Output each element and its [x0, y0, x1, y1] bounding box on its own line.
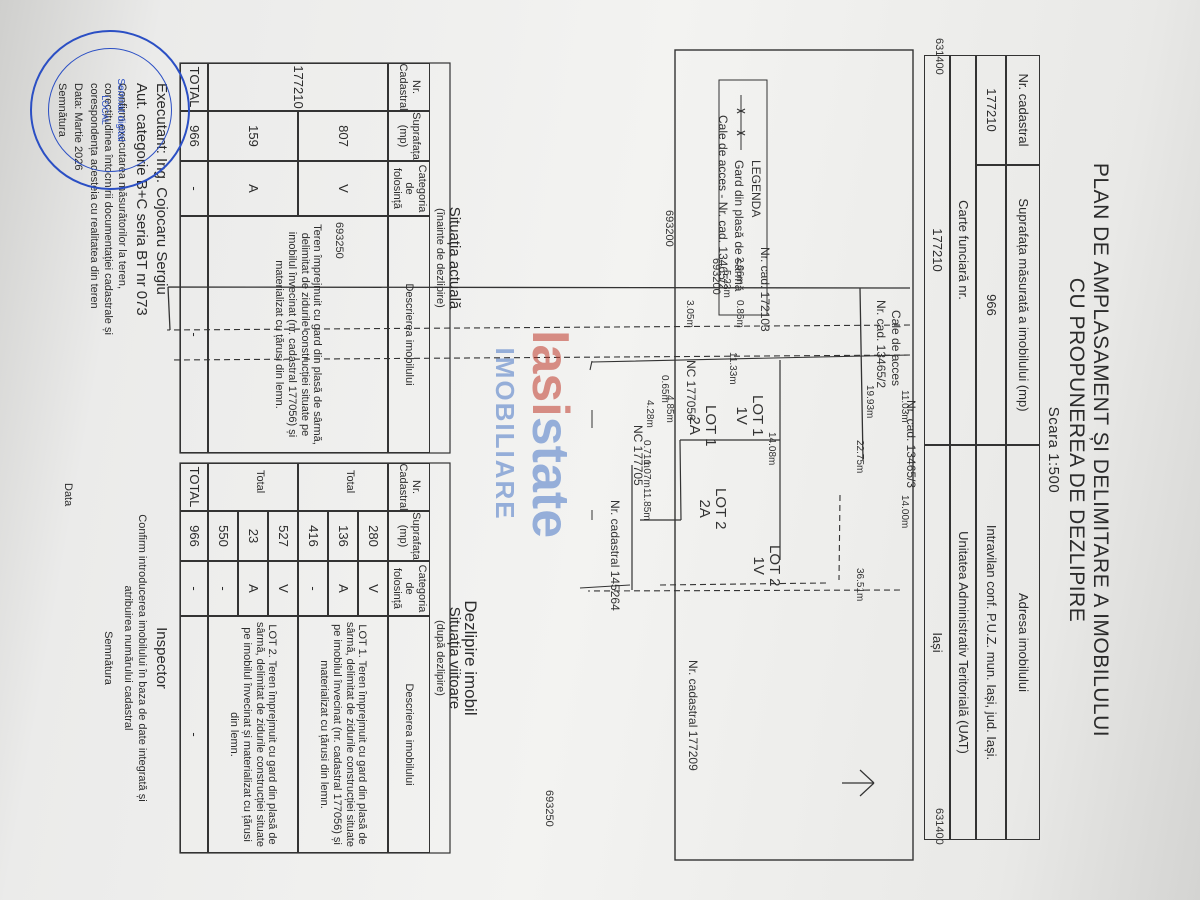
coord-y-mid: 693200: [663, 210, 675, 247]
inspector-confirm-1: Confirm introducerea imobilului în baza …: [136, 514, 148, 802]
future-lot2-nr: [208, 463, 298, 511]
dim-d11: 4.28m: [644, 400, 655, 428]
future-lot1-desc: LOT 1. Teren împrejmuit cu gard din plas…: [298, 616, 388, 853]
actual-h-desc: Descrierea imobilului: [388, 216, 430, 453]
legend-title: LEGENDA: [749, 160, 763, 218]
actual-row1-area: 807: [298, 111, 388, 161]
actual-desc: Teren împrejmuit cu gard din plasă de sâ…: [208, 216, 388, 453]
future-table-frame: [179, 462, 451, 854]
watermark: Iasistate IMOBILIARE: [490, 330, 579, 539]
legend-box: [718, 79, 768, 316]
nr-cad-177209: Nr. cadastral 177209: [686, 660, 700, 771]
future-total-area: 966: [180, 511, 208, 561]
stamp: Semnat digital LOCAL: [30, 30, 190, 190]
future-total-label: TOTAL: [180, 463, 208, 511]
future-lot1-nr: [298, 463, 388, 511]
future-lot1-total-label: Total: [344, 470, 356, 494]
access-road-top: Cale de acces: [889, 310, 903, 387]
north-arrow: [842, 769, 875, 797]
actual-total-desc: -: [180, 216, 208, 453]
dim-d17: 0.71m: [641, 440, 652, 468]
future-lot1-row1-cat: V: [358, 561, 388, 616]
future-lot2-total-label: Total: [254, 470, 266, 494]
dim-d2: 22.75m: [854, 440, 865, 474]
coord-x-right: 631400: [933, 808, 945, 845]
future-lot2-row2-cat: A: [238, 561, 268, 616]
dim-d15: 0.86m: [734, 300, 745, 328]
future-lot1-total: 416: [298, 511, 328, 561]
access-road-left: Cale de acces - Nr. cad. 13465/2: [716, 115, 730, 290]
legend-item: Gard din plasă de sârmă: [732, 160, 746, 292]
future-lot1-row2-cat: A: [328, 561, 358, 616]
actual-row2-cat: A: [208, 161, 298, 216]
future-lot2-total: 550: [208, 511, 238, 561]
inspector-confirm-2: atribuirea numărului cadastral: [122, 585, 134, 731]
coord-x-left: 631400: [933, 38, 945, 75]
actual-title: Situația actuală: [446, 206, 463, 310]
actual-h-area: Suprafața (mp): [388, 111, 430, 161]
actual-h-cat: Categoria de folosință: [388, 161, 430, 216]
actual-row1-cat: V: [298, 161, 388, 216]
stamp-local: LOCAL: [100, 95, 110, 125]
stamp-digital: Semnat digital: [115, 78, 126, 142]
inspector-date: Data: [62, 483, 74, 507]
dim-d12: 11.85m: [641, 488, 652, 521]
future-total-desc: -: [180, 616, 208, 853]
dim-d5: 14.00m: [899, 495, 910, 529]
future-title: Situația viitoare: [446, 606, 463, 710]
dim-d7: 11.33m: [727, 352, 738, 385]
dim-d13: 0.65m: [659, 375, 670, 403]
future-section-title: Dezlipire imobil: [461, 600, 480, 716]
actual-h-nr: Nr. Cadastral: [388, 63, 430, 111]
future-lot2-row1-cat: V: [268, 561, 298, 616]
actual-table: Nr. Cadastral Suprafața (mp) Categoria d…: [180, 63, 430, 453]
future-h-nr: Nr. Cadastral: [388, 463, 430, 511]
inspector-title: Inspector: [153, 627, 170, 689]
future-lot1-row2-area: 136: [328, 511, 358, 561]
inspector-signature: Semnătura: [102, 631, 114, 685]
future-lot2-total-cat: -: [208, 561, 238, 616]
future-lot1-row1-area: 280: [358, 511, 388, 561]
dim-d4: 11.03m: [899, 390, 910, 423]
future-lot2-desc: LOT 2. Teren împrejmuit cu gard din plas…: [208, 616, 298, 853]
future-table: Nr. Cadastral Suprafața (mp) Categoria d…: [180, 463, 430, 853]
actual-table-frame: [179, 62, 451, 454]
dim-d3: 36.51m: [854, 568, 865, 602]
future-lot1-total-cat: -: [298, 561, 328, 616]
actual-total-cat: -: [180, 161, 208, 216]
future-h-cat: Categoria de folosință: [388, 561, 430, 616]
actual-row2-area: 159: [208, 111, 298, 161]
dim-d8: 5.23m: [721, 270, 732, 298]
future-h-area: Suprafața (mp): [388, 511, 430, 561]
actual-subtitle: (înainte de dezlipire): [434, 208, 446, 308]
dim-d6: 14.08m: [766, 432, 777, 466]
future-lot2-row2-area: 23: [238, 511, 268, 561]
inspector-block: Inspector Confirm introducerea imobilulu…: [62, 463, 170, 853]
nr-cad-172103: Nr. cad. 172103: [758, 247, 772, 332]
future-h-desc: Descrierea imobilului: [388, 616, 430, 853]
future-lot2-row1-area: 527: [268, 511, 298, 561]
coord-y-right: 693250: [543, 790, 555, 827]
actual-nr: 177210: [208, 63, 388, 111]
dim-d9: 3.05m: [684, 300, 695, 328]
dim-d1: 19.93m: [864, 385, 875, 419]
access-road-top-nr: Nr. cad. 13465/2: [874, 300, 888, 389]
nr-cad-145264: Nr. cadastral 145264: [608, 500, 622, 611]
future-subtitle: (după dezlipire): [434, 620, 446, 696]
plan-frame: [674, 49, 914, 861]
future-total-cat: -: [180, 561, 208, 616]
